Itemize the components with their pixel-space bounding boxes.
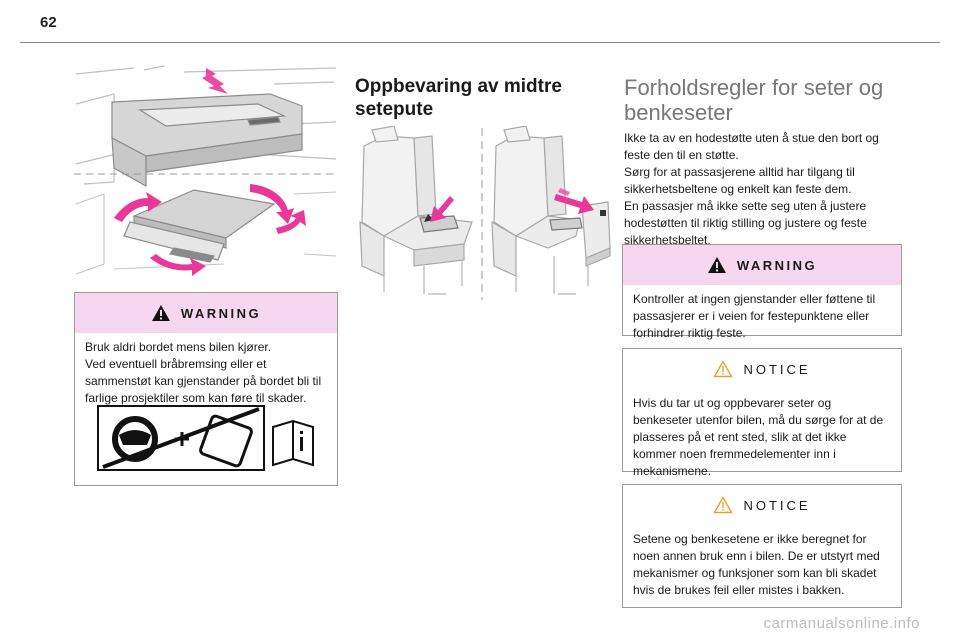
middle-seat-cushion-illustration <box>354 126 620 302</box>
manual-book-icon <box>272 419 314 467</box>
warning-body: Bruk aldri bordet mens bilen kjører. Ved… <box>75 333 337 415</box>
notice-text: Setene og benkesetene er ikke beregnet f… <box>633 532 880 597</box>
notice-body: Hvis du tar ut og oppbevarer seter og be… <box>623 389 901 488</box>
warning-label: WARNING <box>180 305 262 321</box>
notice-box-2: NOTICE Setene og benkesetene er ikke ber… <box>622 484 902 608</box>
folding-table-illustration <box>74 64 338 286</box>
notice-label: NOTICE <box>743 361 811 377</box>
notice-triangle-icon <box>713 360 734 378</box>
top-divider <box>20 42 940 43</box>
steering-wheel-icon <box>112 416 158 462</box>
notice-header: NOTICE <box>623 349 901 389</box>
warning-triangle-icon <box>151 305 170 321</box>
notice-box-1: NOTICE Hvis du tar ut og oppbevarer sete… <box>622 348 902 478</box>
no-table-while-driving-pictogram <box>97 405 315 471</box>
warning-header: WARNING <box>75 293 337 333</box>
right-heading: Forholdsregler for seter og benkeseter <box>624 75 884 125</box>
table-icon <box>199 414 253 468</box>
warning-text: Kontroller at ingen gjenstander eller fø… <box>633 292 876 340</box>
middle-heading: Oppbevaring av midtre setepute <box>355 76 562 120</box>
warning-text: Bruk aldri bordet mens bilen kjører. Ved… <box>85 340 322 405</box>
warning-label: WARNING <box>736 257 818 273</box>
notice-text: Hvis du tar ut og oppbevarer seter og be… <box>633 396 884 478</box>
right-warning-box: WARNING Kontroller at ingen gjenstander … <box>622 244 902 340</box>
right-intro-text: Ikke ta av en hodestøtte uten å stue den… <box>624 131 879 247</box>
notice-triangle-icon <box>713 496 734 514</box>
notice-label: NOTICE <box>743 497 811 513</box>
left-warning-box: WARNING Bruk aldri bordet mens bilen kjø… <box>74 292 338 486</box>
warning-header: WARNING <box>623 245 901 285</box>
warning-triangle-icon <box>707 257 726 273</box>
notice-body: Setene og benkesetene er ikke beregnet f… <box>623 525 901 607</box>
notice-header: NOTICE <box>623 485 901 525</box>
page-number: 62 <box>40 14 57 31</box>
watermark: carmanualsonline.info <box>763 615 920 632</box>
warning-body: Kontroller at ingen gjenstander eller fø… <box>623 285 901 350</box>
